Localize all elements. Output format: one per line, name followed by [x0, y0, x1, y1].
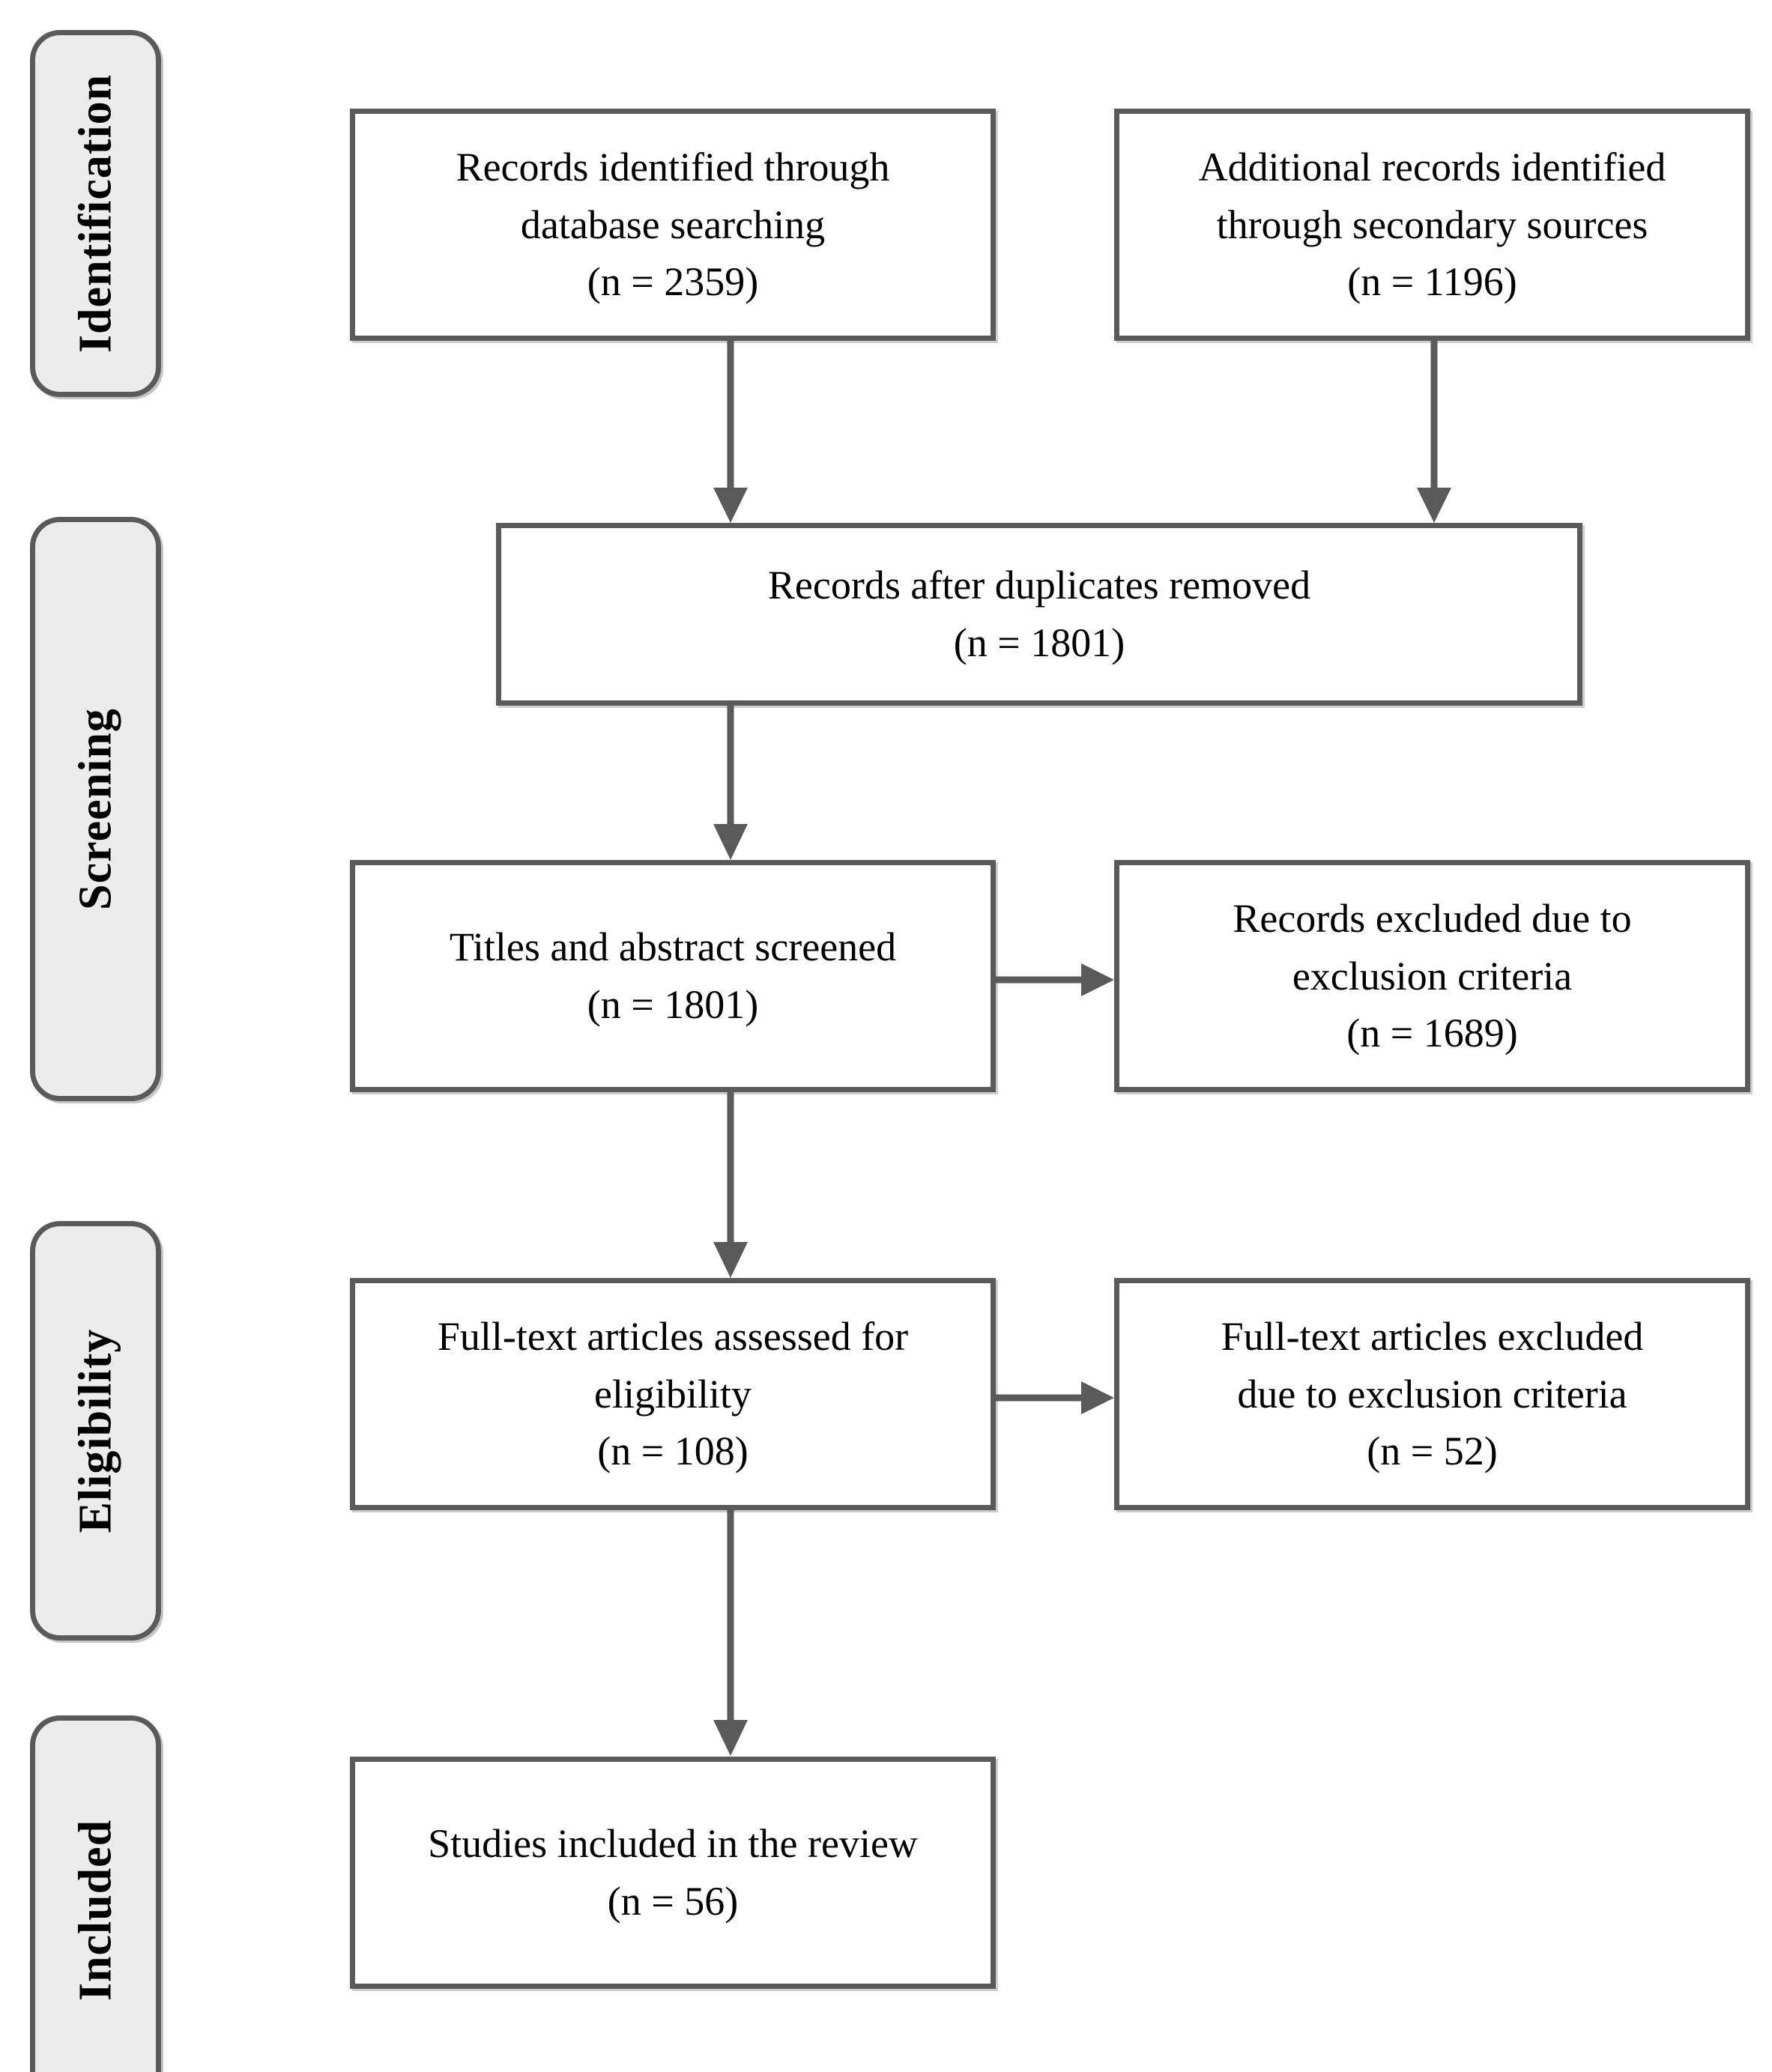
box-additional-records: Additional records identified through se… [1114, 109, 1750, 341]
stage-label-screening: Screening [70, 708, 121, 910]
stage-pill-identification: Identification [30, 30, 161, 397]
box-records-identified-text: Records identified through database sear… [456, 144, 890, 305]
arrow-titles-screened-to-fulltext-assessed [708, 1092, 753, 1279]
arrow-additional-records-to-duplicates [1412, 341, 1457, 524]
arrow-duplicates-to-titles-screened [708, 706, 753, 861]
box-additional-records-text: Additional records identified through se… [1198, 144, 1666, 305]
box-studies-included: Studies included in the review (n = 56) [350, 1757, 996, 1989]
arrow-records-identified-to-duplicates [708, 341, 753, 524]
box-duplicates-removed-text: Records after duplicates removed (n = 18… [767, 563, 1311, 665]
stage-pill-screening: Screening [30, 517, 161, 1101]
stage-pill-eligibility: Eligibility [30, 1221, 161, 1641]
stage-label-identification: Identification [70, 73, 121, 354]
box-records-identified: Records identified through database sear… [350, 109, 996, 341]
box-studies-included-text: Studies included in the review (n = 56) [428, 1821, 918, 1924]
box-titles-screened-text: Titles and abstract screened (n = 1801) [449, 924, 897, 1027]
box-records-excluded: Records excluded due to exclusion criter… [1114, 860, 1750, 1092]
box-titles-screened: Titles and abstract screened (n = 1801) [350, 860, 996, 1092]
box-records-excluded-text: Records excluded due to exclusion criter… [1233, 895, 1632, 1056]
stage-label-included: Included [70, 1819, 121, 2002]
box-fulltext-excluded-text: Full-text articles excluded due to exclu… [1221, 1313, 1644, 1474]
box-fulltext-excluded: Full-text articles excluded due to exclu… [1114, 1278, 1750, 1510]
arrow-fulltext-assessed-to-fulltext-excluded [996, 1375, 1116, 1420]
stage-pill-included: Included [30, 1715, 161, 2072]
arrow-fulltext-assessed-to-studies-included [708, 1510, 753, 1757]
stage-label-eligibility: Eligibility [70, 1328, 121, 1533]
box-duplicates-removed: Records after duplicates removed (n = 18… [496, 523, 1582, 706]
box-fulltext-assessed: Full-text articles assessed for eligibil… [350, 1278, 996, 1510]
arrow-titles-screened-to-records-excluded [996, 957, 1116, 1002]
box-fulltext-assessed-text: Full-text articles assessed for eligibil… [437, 1313, 909, 1474]
